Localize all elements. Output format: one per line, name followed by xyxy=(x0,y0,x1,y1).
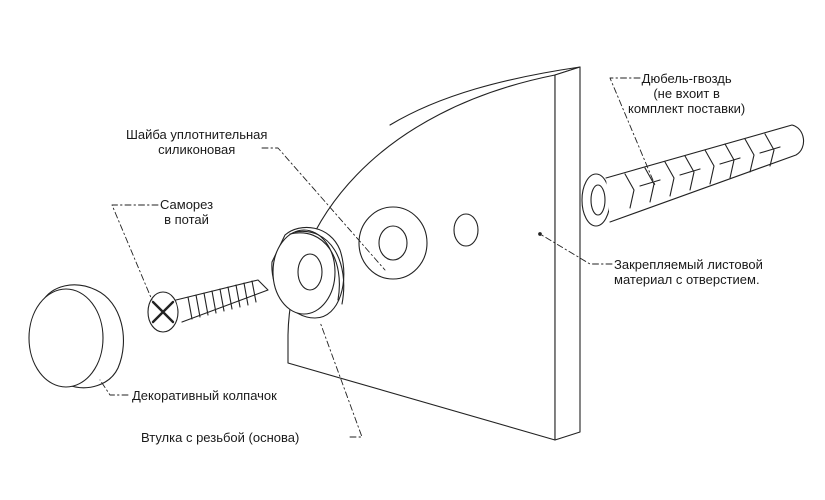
label-washer-line2: силиконовая xyxy=(158,142,236,157)
leader-lines xyxy=(99,77,656,438)
dowel-body xyxy=(605,124,804,223)
sheet-edge-top xyxy=(389,66,581,126)
dowel-collar xyxy=(581,173,611,227)
label-screw: Саморез в потай xyxy=(160,197,213,227)
label-dowel-line2: (не вхоит в xyxy=(653,86,720,101)
cap-face xyxy=(28,288,104,388)
sheet-pointer-dot xyxy=(538,232,542,236)
label-threaded-sleeve: Втулка с резьбой (основа) xyxy=(141,430,300,445)
leader-dowel xyxy=(609,77,656,186)
label-sealing-washer: Шайба уплотнительная силиконовая xyxy=(126,127,267,157)
sheet-face xyxy=(287,74,556,441)
leader-cap xyxy=(99,379,129,396)
sheet-edge-side xyxy=(554,66,581,441)
sealing-washer xyxy=(271,227,345,319)
screw-threads xyxy=(187,280,257,320)
sheet-panel xyxy=(287,66,581,441)
label-screw-line1: Саморез xyxy=(160,197,214,212)
washer-face xyxy=(272,229,336,315)
sheet-hole-small xyxy=(453,213,479,247)
dowel-collar-inner xyxy=(590,184,606,216)
leader-screw xyxy=(111,204,159,301)
countersunk-screw xyxy=(147,279,269,333)
label-sheet-line1: Закрепляемый листовой xyxy=(614,257,763,272)
sheet-hole-large xyxy=(358,206,428,280)
label-screw-line2: в потай xyxy=(164,212,209,227)
label-sheet-line2: материал с отверстием. xyxy=(614,272,760,287)
label-dowel-line3: комплект поставки) xyxy=(628,101,746,116)
label-washer-line1: Шайба уплотнительная xyxy=(126,127,268,142)
label-decorative-cap: Декоративный колпачок xyxy=(132,388,277,403)
washer-edge-lines xyxy=(289,230,345,305)
leader-sleeve xyxy=(319,321,363,438)
decorative-cap xyxy=(28,284,125,389)
sheet-hole-large-inner xyxy=(378,225,408,261)
label-sheet-material: Закрепляемый листовой материал с отверст… xyxy=(614,257,763,287)
screw-cross-slot xyxy=(151,300,175,324)
washer-hole xyxy=(297,253,323,291)
label-dowel-nail: Дюбель-гвоздь (не вхоит в комплект поста… xyxy=(628,71,745,116)
dowel-nail xyxy=(581,124,804,227)
leader-washer xyxy=(261,147,386,271)
label-dowel-line1: Дюбель-гвоздь xyxy=(641,71,732,86)
dowel-slots xyxy=(639,146,781,187)
